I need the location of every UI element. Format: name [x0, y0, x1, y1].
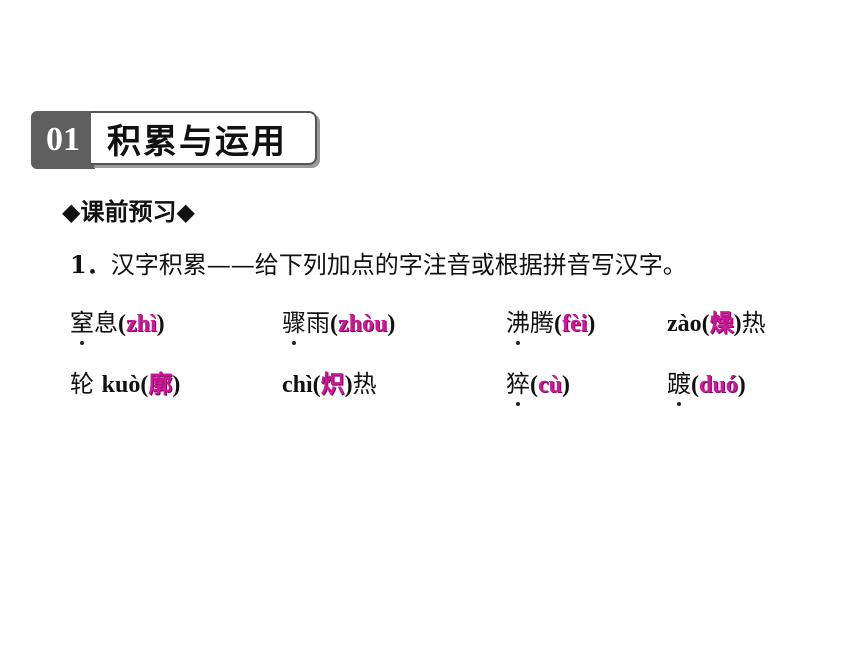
dotted-char: 沸	[506, 303, 530, 338]
question-instruction: 1．汉字积累——给下列加点的字注音或根据拼音写汉字。	[70, 245, 687, 280]
word-rest: 雨	[306, 309, 330, 337]
given-pinyin: kuò	[101, 372, 141, 398]
word-rest: 息	[94, 309, 118, 337]
dotted-char: 骤	[282, 303, 306, 338]
answer: zhòu	[338, 311, 388, 337]
item-5: 轮 kuò(廓)	[70, 370, 181, 398]
given-pinyin: zào	[667, 311, 702, 337]
answer: duó	[699, 372, 738, 398]
word-prefix: 轮	[70, 370, 102, 398]
answer: 炽	[320, 372, 345, 398]
answer: 燥	[709, 311, 734, 337]
item-7: 猝(cù)	[506, 364, 570, 399]
question-number: 1．	[70, 250, 111, 279]
given-pinyin: chì	[282, 372, 313, 398]
section-title: 积累与运用	[91, 111, 317, 165]
item-6: chì(炽)热	[282, 370, 377, 398]
dotted-char: 踱	[667, 364, 691, 399]
item-2: 骤雨(zhòu)	[282, 303, 395, 338]
question-text: 汉字积累——给下列加点的字注音或根据拼音写汉字。	[110, 251, 687, 279]
section-number: 01	[31, 111, 95, 169]
answer: zhì	[126, 311, 157, 337]
answer: fèi	[562, 311, 588, 337]
word-rest: 腾	[530, 309, 554, 337]
item-8: 踱(duó)	[667, 364, 746, 399]
answer: cù	[538, 372, 562, 398]
word-rest: 热	[741, 309, 766, 337]
dotted-char: 窒	[70, 303, 94, 338]
subsection-label: ◆课前预习◆	[62, 197, 195, 226]
section-header: 01 积累与运用	[31, 111, 321, 169]
dotted-char: 猝	[506, 364, 530, 399]
answer: 廓	[148, 372, 173, 398]
item-3: 沸腾(fèi)	[506, 303, 595, 338]
item-1: 窒息(zhì)	[70, 303, 165, 338]
word-rest: 热	[352, 370, 377, 398]
item-4: zào(燥)热	[667, 309, 766, 337]
